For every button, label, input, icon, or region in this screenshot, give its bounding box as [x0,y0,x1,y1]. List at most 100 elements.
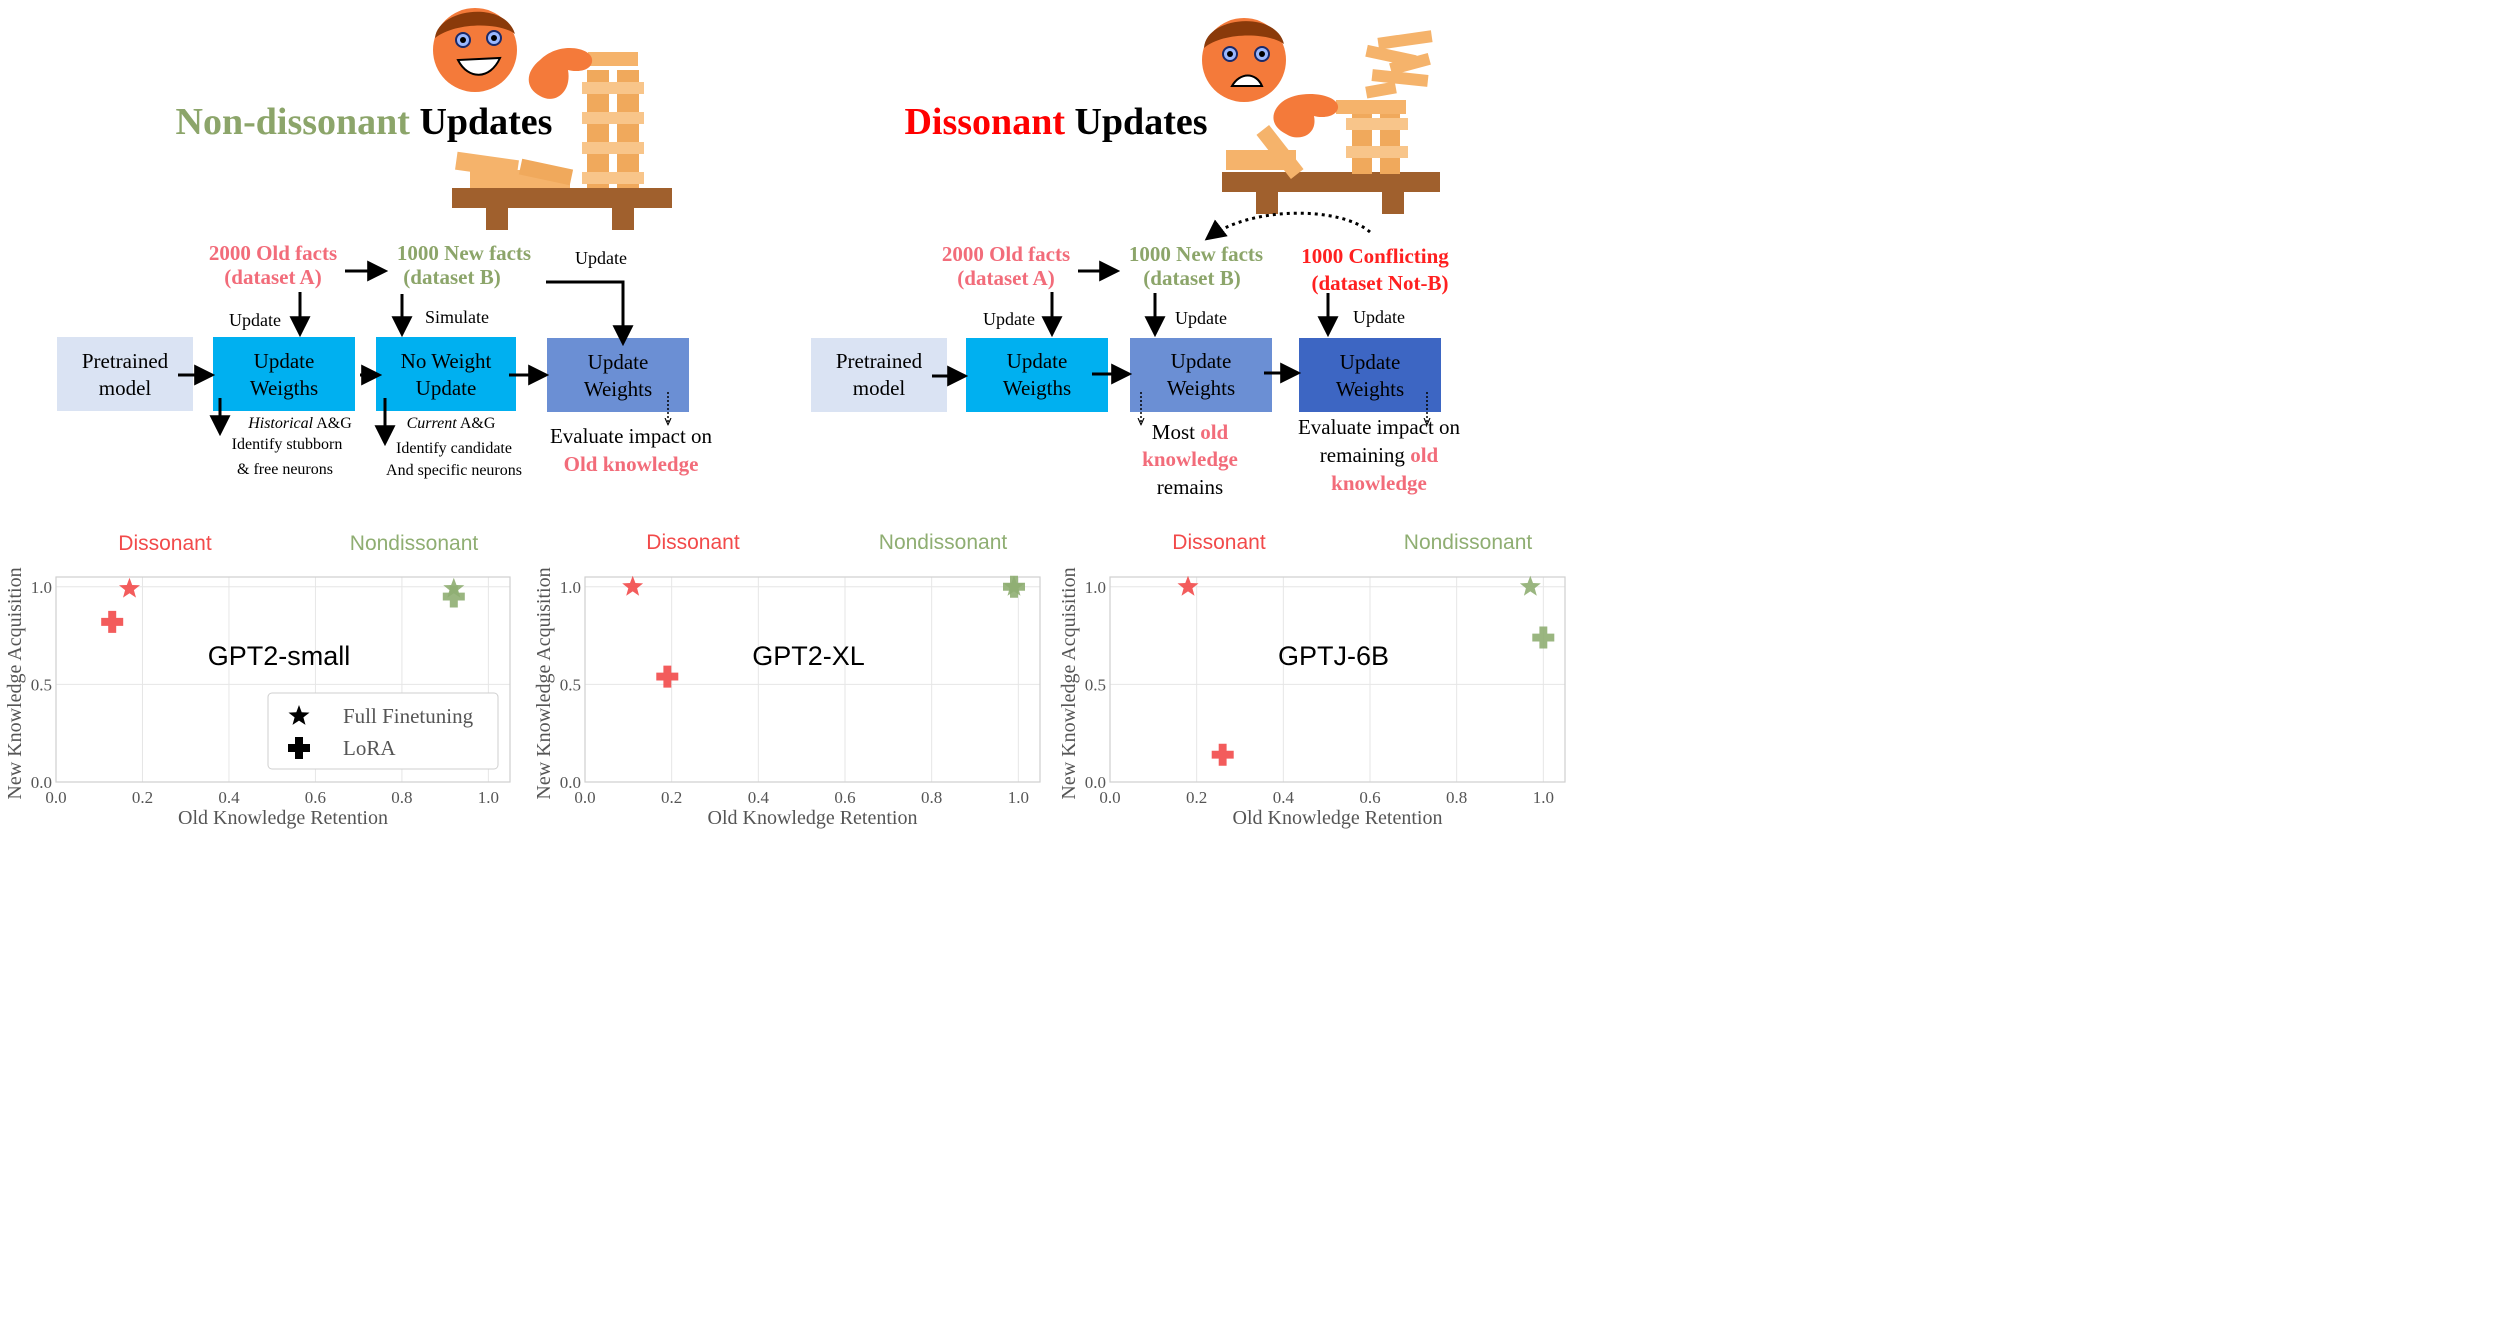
no-weight-line2: Update [416,376,477,400]
update-box1-line2: Weigths [250,376,318,400]
legend-star-icon [288,705,310,725]
x-tick-label: 0.6 [1359,788,1380,807]
r-update-box2 [1130,338,1272,412]
historical-line3: & free neurons [237,461,333,478]
pretrained-model-box [57,337,193,411]
lora-point [442,585,465,608]
dissonant-group-label: Dissonant [646,531,740,554]
x-tick-label: 0.4 [748,788,770,807]
x-tick-label: 0.0 [1099,788,1120,807]
r-update1-line1: Update [1007,349,1068,373]
historical-ag-label: Historical A&G [247,415,352,432]
update-box1-line1: Update [254,349,315,373]
x-tick-label: 1.0 [1533,788,1554,807]
most-old-line3: remains [1157,475,1223,499]
legend-box [267,692,499,770]
nondissonant-group-label: Nondissonant [1404,531,1533,554]
full-finetuning-point [622,575,644,596]
most-old-line2: knowledge [1142,447,1238,471]
y-tick-label: 0.0 [31,773,52,792]
nondissonant-group-label: Nondissonant [879,531,1008,554]
r-update-box1 [966,338,1108,412]
r-update2-line1: Update [1171,349,1232,373]
update-top-label: Update [575,248,627,268]
y-axis-label: New Knowledge Acquisition [4,567,26,799]
x-axis-label: Old Knowledge Retention [708,807,918,829]
plot-frame [584,576,1041,783]
x-tick-label: 0.8 [921,788,942,807]
jenga-illustration-happy [433,8,672,230]
conflicting-label: 1000 Conflicting [1301,244,1449,268]
dissonant-group-label: Dissonant [1172,531,1266,554]
most-old-line1: Most old [1152,420,1229,444]
x-tick-label: 0.0 [574,788,595,807]
left-arrows [178,260,634,447]
conflicting-sub: (dataset Not-B) [1311,271,1448,295]
update-box2-line1: Update [588,350,649,374]
lora-point [656,665,679,688]
r-update2-line2: Weights [1167,376,1235,400]
falling-blocks [1365,30,1433,99]
no-weight-line1: No Weight [401,349,492,373]
lora-point [1532,626,1555,649]
dissonant-panel: Dissonant Updates 2000 Old facts (datase… [811,101,1461,499]
r-pretrained-line1: Pretrained [836,349,923,373]
y-tick-label: 1.0 [31,578,52,597]
new-facts-sub: (dataset B) [403,265,500,289]
simulate-label: Simulate [425,307,489,327]
full-finetuning-point [1177,575,1199,596]
y-tick-label: 1.0 [560,578,581,597]
update-weights-box [547,338,689,412]
full-finetuning-point [119,577,140,598]
x-tick-label: 1.0 [478,788,499,807]
right-arrows [932,260,1339,387]
y-tick-label: 0.0 [560,773,581,792]
r-update3-line2: Weights [1336,377,1404,401]
y-tick-label: 0.5 [560,675,581,694]
r-new-facts-sub: (dataset B) [1143,266,1240,290]
r-update3-line1: Update [1340,350,1401,374]
x-tick-label: 0.6 [305,788,326,807]
update-box2-line2: Weights [584,377,652,401]
non-dissonant-panel: Non-dissonant Updates 2000 Old facts (da… [57,101,713,479]
x-tick-label: 0.2 [661,788,682,807]
y-axis-label: New Knowledge Acquisition [533,567,555,799]
x-tick-label: 0.2 [1186,788,1207,807]
evaluate-line2: Old knowledge [564,452,699,476]
x-tick-label: 0.2 [132,788,153,807]
y-tick-label: 0.5 [31,675,52,694]
historical-line2: Identify stubborn [232,436,343,453]
lora-point [1211,743,1234,766]
update-weigths-box [213,337,355,411]
lora-point [101,610,124,633]
y-tick-label: 0.0 [1085,773,1106,792]
x-tick-label: 0.8 [1446,788,1467,807]
y-tick-label: 1.0 [1085,578,1106,597]
figure-canvas: Non-dissonant Updates 2000 Old facts (da… [4,8,1566,829]
r-update-c: Update [1353,307,1405,327]
no-weight-update-box [376,337,516,411]
r-evaluate-line1: Evaluate impact on [1298,415,1461,439]
r-pretrained-box [811,338,947,412]
r-update-b: Update [1175,308,1227,328]
full-finetuning-point [1519,575,1541,596]
current-line2: Identify candidate [396,440,512,457]
r-pretrained-line2: model [853,376,906,400]
plot-frame [1109,576,1566,783]
r-old-facts: 2000 Old facts [942,242,1070,266]
x-axis-label: Old Knowledge Retention [1233,807,1443,829]
r-new-facts: 1000 New facts [1129,242,1263,266]
new-facts-label: 1000 New facts [397,241,531,265]
r-old-facts-sub: (dataset A) [957,266,1054,290]
y-tick-label: 0.5 [1085,675,1106,694]
r-update-a: Update [983,309,1035,329]
chart-title: GPT2-small [208,641,351,671]
non-dissonant-title: Non-dissonant Updates [176,101,553,143]
current-ag-label: Current A&G [407,415,496,432]
r-update-box3 [1299,338,1441,412]
plot-frame [55,576,511,783]
dissonant-curve-arrow [1204,211,1371,241]
r-update1-line2: Weigths [1003,376,1071,400]
